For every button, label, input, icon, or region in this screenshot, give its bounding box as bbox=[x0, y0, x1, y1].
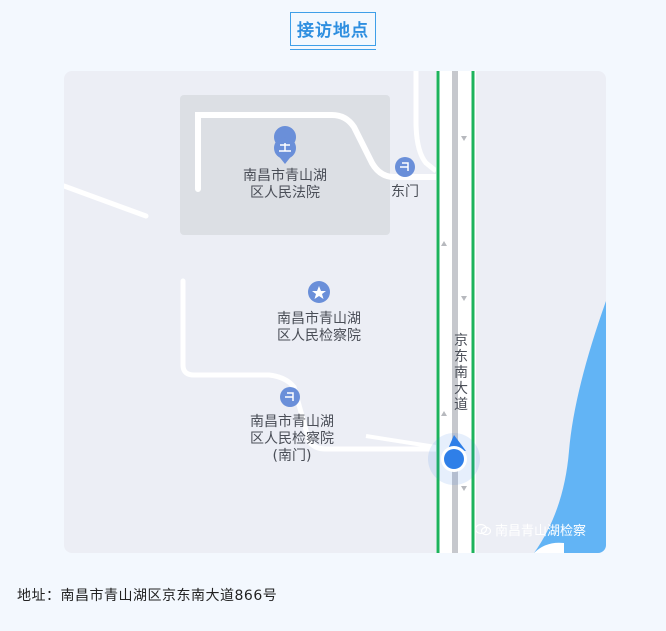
road-label-char: 南 bbox=[454, 365, 468, 381]
court-gate-name: 东门 bbox=[391, 184, 419, 200]
address-text: 地址：南昌市青山湖区京东南大道866号 bbox=[17, 588, 278, 604]
south-gate-name-line2: 区人民检察院 bbox=[250, 431, 334, 447]
court-label[interactable]: 南昌市青山湖 区人民法院 bbox=[232, 168, 338, 202]
court-area bbox=[180, 95, 390, 235]
map-canvas bbox=[64, 71, 606, 553]
procuratorate-label[interactable]: 南昌市青山湖 区人民检察院 bbox=[263, 311, 375, 345]
watermark: 南昌青山湖检察 bbox=[474, 520, 586, 539]
road-label: 京 东 南 大 道 bbox=[453, 333, 469, 413]
header: 接访地点 bbox=[0, 12, 666, 50]
watermark-text: 南昌青山湖检察 bbox=[494, 524, 586, 539]
current-location-marker bbox=[428, 433, 480, 485]
procuratorate-name-line2: 区人民检察院 bbox=[277, 328, 361, 344]
map-view[interactable]: 南昌市青山湖 区人民法院 东门 南昌市青山湖 区人民检察院 南昌市青山湖 区人民… bbox=[64, 71, 606, 553]
road-label-char: 东 bbox=[454, 349, 468, 365]
road-label-char: 道 bbox=[454, 397, 468, 413]
procuratorate-name-line1: 南昌市青山湖 bbox=[277, 311, 361, 327]
south-gate-name-line1: 南昌市青山湖 bbox=[250, 414, 334, 430]
south-gate-label[interactable]: 南昌市青山湖 区人民检察院 (南门) bbox=[236, 414, 348, 465]
road-label-char: 大 bbox=[454, 381, 468, 397]
page-title: 接访地点 bbox=[290, 12, 376, 50]
wechat-icon bbox=[474, 523, 491, 536]
court-name-line2: 区人民法院 bbox=[250, 185, 320, 201]
court-name-line1: 南昌市青山湖 bbox=[243, 168, 327, 184]
court-pin bbox=[274, 126, 297, 164]
road-label-char: 京 bbox=[454, 333, 468, 349]
south-gate-name-line3: (南门) bbox=[272, 448, 312, 464]
court-gate-label[interactable]: 东门 bbox=[385, 184, 425, 201]
water-area bbox=[534, 301, 606, 553]
